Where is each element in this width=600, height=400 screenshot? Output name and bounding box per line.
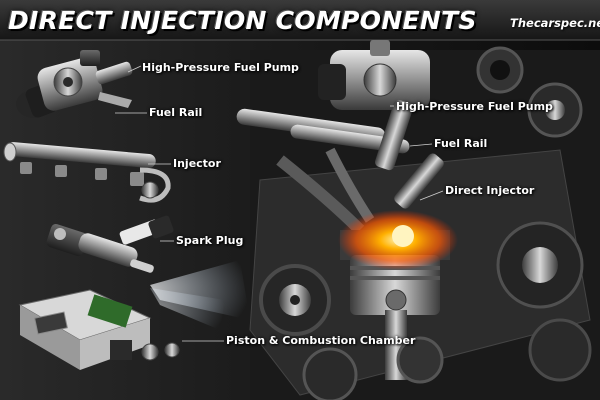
engine-illustration <box>236 40 600 400</box>
left-ecu-illustration <box>18 289 180 370</box>
label-left-piston-chamber: Piston & Combustion Chamber <box>226 334 416 347</box>
left-fuel-rail-illustration <box>3 142 171 203</box>
label-left-injector: Injector <box>173 157 221 170</box>
watermark: Thecarspec.net <box>510 16 600 30</box>
label-left-spark-plug: Spark Plug <box>176 234 244 247</box>
label-right-fuel-pump: High-Pressure Fuel Pump <box>396 100 553 113</box>
left-injector-illustration <box>46 224 250 330</box>
left-spark-plug-illustration <box>119 215 174 245</box>
left-fuel-pump-illustration <box>16 50 142 118</box>
label-right-fuel-rail: Fuel Rail <box>434 137 488 150</box>
page-title: DIRECT INJECTION COMPONENTS <box>8 6 477 35</box>
label-right-direct-injector: Direct Injector <box>445 184 535 197</box>
label-left-fuel-pump: High-Pressure Fuel Pump <box>142 61 299 74</box>
label-left-fuel-rail: Fuel Rail <box>149 106 203 119</box>
